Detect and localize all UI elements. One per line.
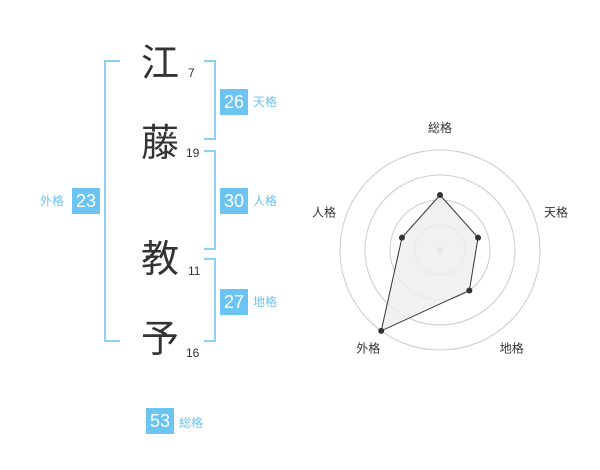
radar-axis-label-1: 天格 (544, 204, 568, 219)
jinkaku-bracket (204, 150, 216, 250)
stroke-count-1: 7 (188, 66, 195, 80)
radar-point-2 (466, 287, 473, 294)
radar-point-1 (475, 234, 482, 241)
chikaku-bracket (204, 258, 216, 342)
chikaku-label: 地格 (253, 295, 278, 309)
kanji-1: 江 (140, 41, 179, 85)
kanji-2: 藤 (140, 121, 179, 165)
jinkaku-label: 人格 (253, 194, 278, 208)
stroke-count-3: 11 (188, 264, 201, 278)
radar-axis-label-3: 外格 (356, 341, 380, 356)
kanji-4: 予 (140, 317, 179, 361)
radar-series-polygon (380, 194, 479, 332)
soukaku-value: 53 (146, 408, 174, 434)
radar-point-4 (398, 234, 405, 241)
tenkaku-bracket (204, 60, 216, 140)
radar-axis-label-0: 総格 (428, 120, 452, 135)
gaikaku-value: 23 (72, 188, 100, 214)
radar-axis-label-2: 地格 (500, 341, 524, 356)
tenkaku-label: 天格 (253, 95, 278, 109)
radar-ring-3 (364, 174, 516, 326)
radar-ring-4 (339, 149, 541, 351)
stroke-count-4: 16 (186, 346, 200, 360)
chikaku-value: 27 (220, 289, 248, 315)
radar-point-3 (378, 327, 385, 334)
soukaku-label: 総格 (179, 416, 204, 430)
stroke-count-2: 19 (186, 146, 200, 160)
radar-point-0 (437, 192, 443, 198)
kanji-3: 教 (140, 237, 179, 281)
gaikaku-bracket (104, 60, 120, 342)
tenkaku-value: 26 (220, 89, 248, 115)
gaikaku-label: 外格 (40, 194, 65, 208)
radar-points (378, 192, 482, 334)
radar-axis-label-4: 人格 (312, 204, 336, 219)
jinkaku-value: 30 (220, 188, 248, 214)
